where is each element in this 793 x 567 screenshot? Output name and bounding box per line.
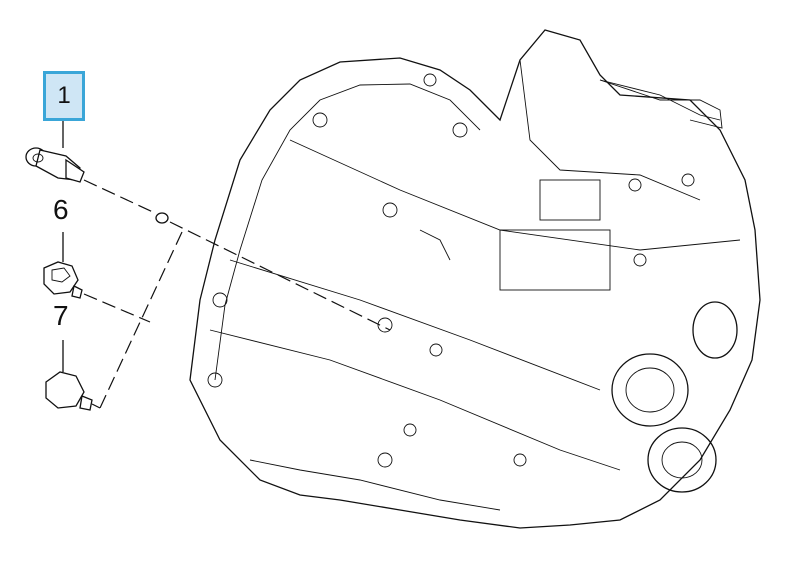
washer-part[interactable] [155, 212, 169, 224]
assembly-line [91, 403, 101, 409]
sensor-part-1[interactable] [25, 147, 85, 183]
assembly-line [169, 221, 391, 331]
bolt-part-6[interactable] [43, 261, 83, 299]
callout-label-7: 7 [53, 300, 69, 331]
transmission-housing [189, 29, 761, 529]
plug-part-7[interactable] [45, 371, 93, 411]
assembly-line [99, 231, 183, 409]
callout-1[interactable]: 1 [43, 71, 85, 121]
callout-label-6: 6 [53, 194, 69, 225]
assembly-line [83, 179, 156, 214]
assembly-line [83, 293, 151, 323]
callout-label-1: 1 [57, 82, 71, 109]
